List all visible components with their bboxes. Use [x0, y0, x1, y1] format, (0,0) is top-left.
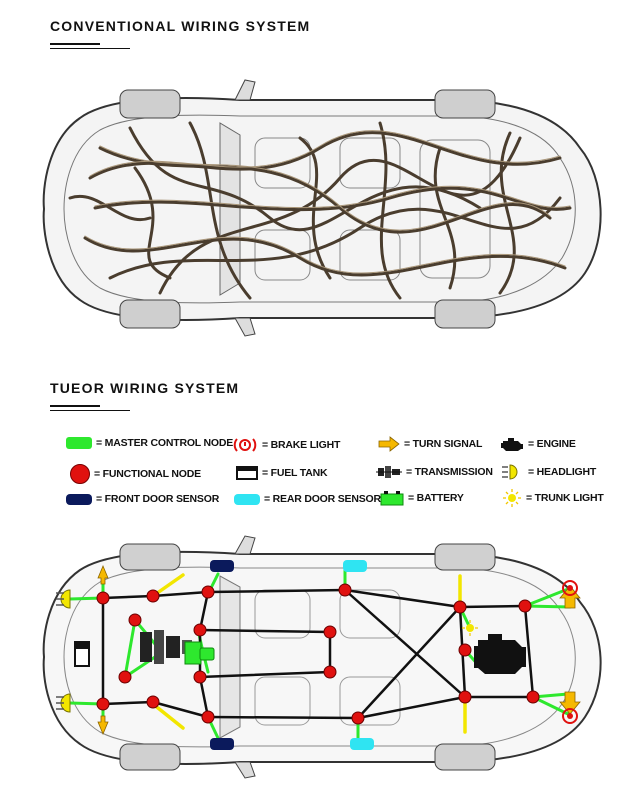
master-control-node	[199, 647, 215, 661]
legend-headlight: = HEADLIGHT	[500, 463, 596, 481]
wheel-icon	[119, 743, 181, 771]
legend-front-door-sensor: = FRONT DOOR SENSOR	[66, 493, 219, 505]
functional-node	[323, 665, 337, 679]
master-node-swatch	[66, 437, 92, 449]
legend-battery: = BATTERY	[380, 490, 464, 506]
functional-node	[351, 711, 365, 725]
seat	[339, 229, 401, 281]
headlight-icon	[56, 693, 71, 713]
functional-node	[96, 591, 110, 605]
car-body-inner	[63, 114, 576, 304]
functional-node	[118, 670, 132, 684]
title-underline	[50, 43, 100, 45]
functional-node	[193, 623, 207, 637]
legend-turn-signal: = TURN SIGNAL	[378, 436, 482, 452]
functional-node	[201, 710, 215, 724]
legend-rear-door-sensor: = REAR DOOR SENSOR	[234, 493, 381, 505]
tueor-car-diagram	[42, 535, 602, 779]
functional-node	[201, 585, 215, 599]
legend-trunk-light: = TRUNK LIGHT	[502, 489, 604, 507]
functional-node	[453, 600, 467, 614]
seat	[254, 229, 311, 281]
engine-icon	[474, 634, 526, 674]
rear-door-sensor	[350, 738, 374, 750]
legend-functional-node: = FUNCTIONAL NODE	[70, 464, 201, 484]
title-underline	[50, 405, 100, 407]
functional-node	[96, 697, 110, 711]
functional-nodes	[96, 583, 540, 725]
brake-light-icon	[562, 708, 578, 724]
wiring-harness-highlights	[84, 130, 571, 274]
front-door-sensor	[210, 738, 234, 750]
legend: = MASTER CONTROL NODE = FUNCTIONAL NODE …	[60, 432, 620, 522]
wheel-icon	[119, 543, 181, 571]
tueor-title: TUEOR WIRING SYSTEM	[50, 380, 240, 396]
seat	[339, 137, 401, 189]
seat	[339, 676, 401, 726]
battery-icon	[380, 491, 404, 506]
mirror-icon	[234, 535, 256, 555]
functional-node	[458, 643, 472, 657]
wheel-icon	[119, 299, 181, 329]
turn-signal-arrow-icon	[97, 715, 109, 736]
front-door-sensor	[210, 560, 234, 572]
front-door-sensor-swatch	[66, 493, 92, 505]
functional-node	[338, 583, 352, 597]
legend-transmission: = TRANSMISSION	[376, 464, 493, 480]
wheel-icon	[434, 89, 496, 119]
mirror-icon	[234, 761, 256, 779]
mirror-icon	[234, 317, 256, 337]
functional-node	[146, 589, 160, 603]
functional-node	[146, 695, 160, 709]
turn-signal-arrow-icon	[97, 564, 109, 585]
legend-engine: = ENGINE	[500, 435, 576, 453]
engine-icon	[501, 438, 523, 451]
transmission-icon	[376, 466, 402, 478]
trunk-light-icon	[462, 620, 478, 636]
legend-master-control-node: = MASTER CONTROL NODE	[66, 437, 233, 449]
fuel-tank-icon	[236, 466, 258, 480]
functional-node	[128, 613, 142, 627]
title-underline	[50, 410, 130, 411]
brake-light-icon	[562, 580, 578, 596]
trunk-light-icon	[503, 489, 521, 507]
wheel-icon	[434, 299, 496, 329]
headlight-icon	[56, 589, 71, 609]
car-body-inner	[63, 566, 576, 748]
legend-brake-light: = BRAKE LIGHT	[232, 436, 340, 454]
fuel-tank-icon	[74, 641, 90, 667]
mirror-icon	[234, 79, 256, 101]
conventional-car-diagram	[42, 79, 602, 337]
wheel-icon	[119, 89, 181, 119]
windshield	[219, 575, 241, 739]
functional-node	[526, 690, 540, 704]
battery-icon	[184, 641, 202, 665]
brake-light-icon	[233, 438, 257, 452]
functional-node	[458, 690, 472, 704]
rear-door-sensor	[343, 560, 367, 572]
wheel-icon	[434, 543, 496, 571]
functional-node	[323, 625, 337, 639]
seat	[254, 137, 311, 189]
functional-node	[193, 670, 207, 684]
functional-node	[518, 599, 532, 613]
seat	[254, 676, 311, 726]
conventional-title: CONVENTIONAL WIRING SYSTEM	[50, 18, 311, 34]
title-underline	[50, 48, 130, 49]
turn-signal-arrow-icon	[559, 691, 581, 715]
turn-signal-arrow-icon	[378, 436, 400, 452]
seat	[339, 589, 401, 639]
rear-door-sensor-swatch	[234, 493, 260, 505]
headlight-icon	[502, 464, 518, 480]
functional-node-swatch	[70, 464, 90, 484]
legend-fuel-tank: = FUEL TANK	[236, 465, 328, 481]
wiring-harness	[68, 121, 572, 300]
wheel-icon	[434, 743, 496, 771]
